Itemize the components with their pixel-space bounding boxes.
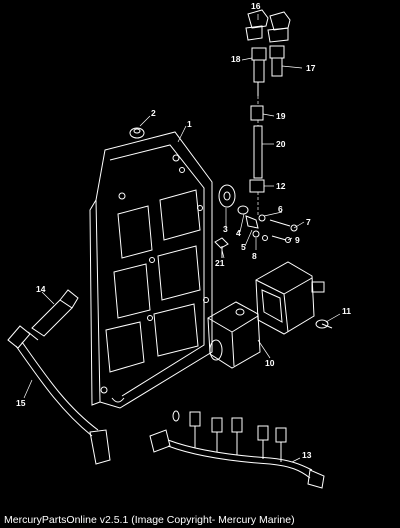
spark-plug-boots bbox=[245, 9, 291, 43]
callout-labels: 16 18 17 19 2 1 20 12 6 7 3 4 5 9 8 21 1… bbox=[16, 1, 351, 460]
mounting-plate bbox=[89, 131, 213, 409]
callout-3: 3 bbox=[223, 224, 228, 234]
callout-4: 4 bbox=[236, 228, 241, 238]
callout-11: 11 bbox=[342, 306, 351, 316]
connector-stack bbox=[249, 96, 265, 215]
ignition-coils bbox=[207, 261, 325, 369]
bolt-part bbox=[214, 237, 229, 258]
ignition-lead bbox=[7, 325, 111, 465]
coil-boots bbox=[251, 45, 285, 96]
screw-part bbox=[315, 319, 333, 329]
callout-10: 10 bbox=[265, 358, 275, 368]
callout-2: 2 bbox=[151, 108, 156, 118]
exploded-parts-diagram: 16 18 17 19 2 1 20 12 6 7 3 4 5 9 8 21 1… bbox=[7, 1, 351, 489]
grommet-part bbox=[129, 127, 145, 139]
callout-1: 1 bbox=[187, 119, 192, 129]
callout-7: 7 bbox=[306, 217, 311, 227]
copyright-footer: MercuryPartsOnline v2.5.1 (Image Copyrig… bbox=[4, 514, 295, 526]
callout-6: 6 bbox=[278, 204, 283, 214]
wiring-harness bbox=[149, 410, 325, 489]
callout-21: 21 bbox=[215, 258, 225, 268]
callout-13: 13 bbox=[302, 450, 312, 460]
callout-16: 16 bbox=[251, 1, 261, 11]
callout-5: 5 bbox=[241, 242, 246, 252]
callout-9: 9 bbox=[295, 235, 300, 245]
spark-plug bbox=[27, 289, 79, 341]
callout-20: 20 bbox=[276, 139, 286, 149]
callout-14: 14 bbox=[36, 284, 46, 294]
callout-12: 12 bbox=[276, 181, 286, 191]
callout-19: 19 bbox=[276, 111, 286, 121]
small-hardware bbox=[218, 184, 298, 243]
callout-17: 17 bbox=[306, 63, 316, 73]
callout-8: 8 bbox=[252, 251, 257, 261]
callout-18: 18 bbox=[231, 54, 241, 64]
callout-15: 15 bbox=[16, 398, 26, 408]
leader-lines bbox=[23, 14, 341, 463]
